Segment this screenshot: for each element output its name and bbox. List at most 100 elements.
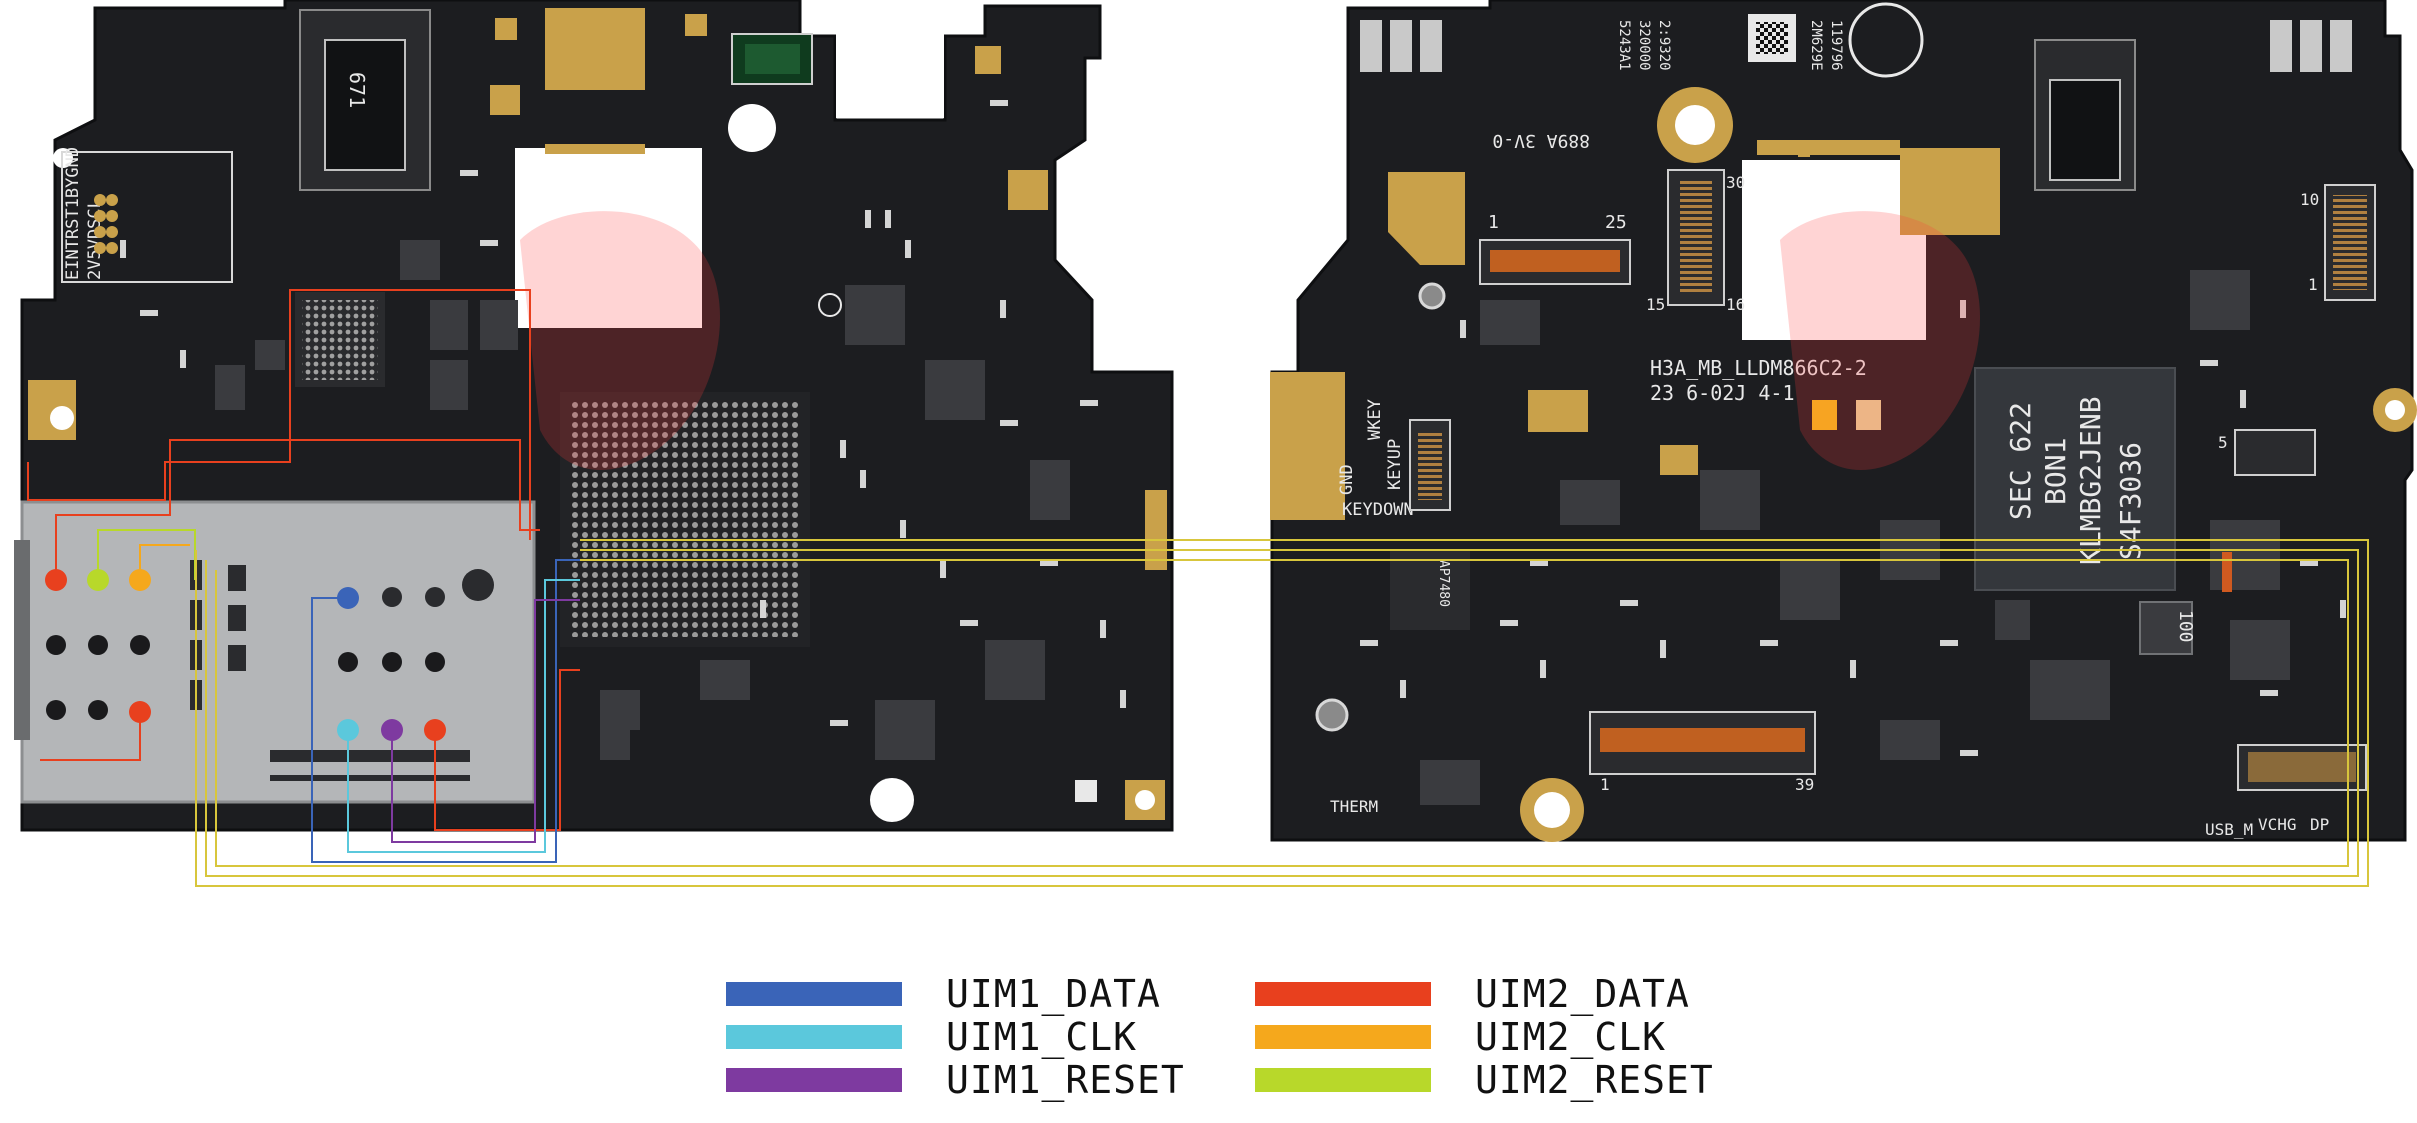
gold-pad [1388,172,1465,265]
smd-passives [120,100,1126,726]
legend-item-uim2-data: UIM2_DATA [1255,972,1690,1016]
right-fpc-pin-25: 25 [1605,212,1627,233]
right-conn-pin-1: 1 [1600,775,1610,794]
legend-item-uim1-reset: UIM1_RESET [726,1058,1185,1102]
right-key-gnd: GND [1337,464,1357,495]
gold-pad [545,8,645,90]
right-qr-text-1: 5243A1 [1616,20,1632,71]
connector-module [324,39,406,171]
memory-chip [1974,367,2176,591]
uim2-route-outline [205,549,2359,877]
right-fpc-pin-16: 16 [1726,295,1745,314]
coax-connector [1315,698,1349,732]
right-key-wkey: WKEY [1365,399,1385,440]
gold-pad [1812,400,1837,430]
right-fpc-pin-1: 1 [1488,212,1499,233]
right-board-marking-2: 23 6-02J 4-1 [1650,381,1795,405]
gold-pad [685,14,707,36]
legend-label: UIM2_RESET [1475,1058,1714,1102]
right-qr-text-2: 320000 [1636,20,1652,71]
left-pcb-board: 671 EINTRST1BYGND 2V5VDSCL [14,0,1174,832]
display-connector-pins [1600,728,1805,752]
orange-component [2222,552,2232,592]
right-chip-label-2: BON1 [2039,438,2072,505]
right-board-marking: H3A_MB_LLDM866C2-2 [1650,356,1867,380]
right-small-ic-label: AP7480 [1436,560,1451,607]
right-qr-text-4: 2M629E [1808,20,1824,71]
right-fpc-pin-30: 30 [1726,173,1745,192]
left-connector-code: 671 [345,72,369,108]
gold-pad [1145,490,1167,570]
right-qr-text-5: 119796 [1828,20,1844,71]
left-board-notch [836,0,944,118]
sensor-component [745,44,800,74]
uim2-route-outline [195,539,2369,887]
capacitor-row [1360,20,2352,72]
right-rating-label: 889A 3V-0 [1492,130,1590,151]
right-pin-1: 1 [2308,275,2318,294]
gold-pad [1660,445,1698,475]
right-chip-label-4: S4F3036 [2114,442,2147,560]
legend-label: UIM1_CLK [946,1015,1138,1059]
right-vchg-label: VCHG [2258,815,2297,834]
uim2-data-trace [27,289,531,540]
pmic-chip [1390,550,1470,630]
mount-hole [728,104,776,152]
right-inductor-label: 100 [2175,610,2196,643]
right-fpc-pin-15: 15 [1646,295,1665,314]
main-bga-balls [570,402,800,637]
legend-swatch [726,1068,902,1092]
gold-pad [1008,170,1048,210]
fpc-connector-pins [1490,250,1620,272]
right-pin-10: 10 [2300,190,2319,209]
legend-swatch [1255,982,1431,1006]
legend-item-uim2-clk: UIM2_CLK [1255,1015,1666,1059]
gold-pad [1856,400,1881,430]
mount-hole [818,293,842,317]
small-bga-balls [302,300,378,380]
key-connector-pins [1418,430,1442,500]
mount-hole [1534,792,1570,828]
legend-swatch [726,982,902,1006]
legend-swatch [1255,1068,1431,1092]
watermark-shape [520,211,720,470]
watermark-shape [1780,211,1980,470]
sim-component [1075,780,1097,802]
uim2-data-trace [55,439,540,580]
uim1-clk-trace [347,579,580,853]
right-dp-label: DP [2310,815,2329,834]
gold-pad [1270,372,1345,520]
inductor [2139,601,2193,655]
small-connector [2234,429,2316,476]
sim-tray-edge [14,540,30,740]
uim1-reset-trace [391,599,580,843]
right-pin-5: 5 [2218,433,2228,452]
right-usb-label: USB_M [2205,820,2253,839]
mount-hole [50,406,74,430]
gold-pad [975,46,1001,74]
side-connector-pins [2248,752,2356,782]
uim2-clk-trace [139,544,190,580]
right-therm-label: THERM [1330,797,1378,816]
legend-label: UIM1_RESET [946,1058,1185,1102]
smd-components [215,240,1070,760]
gold-pad [1798,145,1810,157]
right-conn-pin-39: 39 [1795,775,1814,794]
uim1-data-trace [311,559,580,863]
right-board-outline [1270,0,2414,842]
legend-item-uim1-data: UIM1_DATA [726,972,1161,1016]
right-board-cutout [1742,160,1926,340]
legend-label: UIM2_CLK [1475,1015,1667,1059]
gold-pad [490,85,520,115]
gold-pad [1528,390,1588,432]
legend-swatch [726,1025,902,1049]
gold-pad [1757,140,1900,155]
left-board-cutout [515,148,702,328]
coax-connector [1418,282,1446,310]
uim2-route-outline [215,559,2349,867]
mount-hole [870,778,914,822]
mount-hole [2385,400,2405,420]
uim2-data-trace [434,669,580,831]
test-pad-box [61,151,233,283]
